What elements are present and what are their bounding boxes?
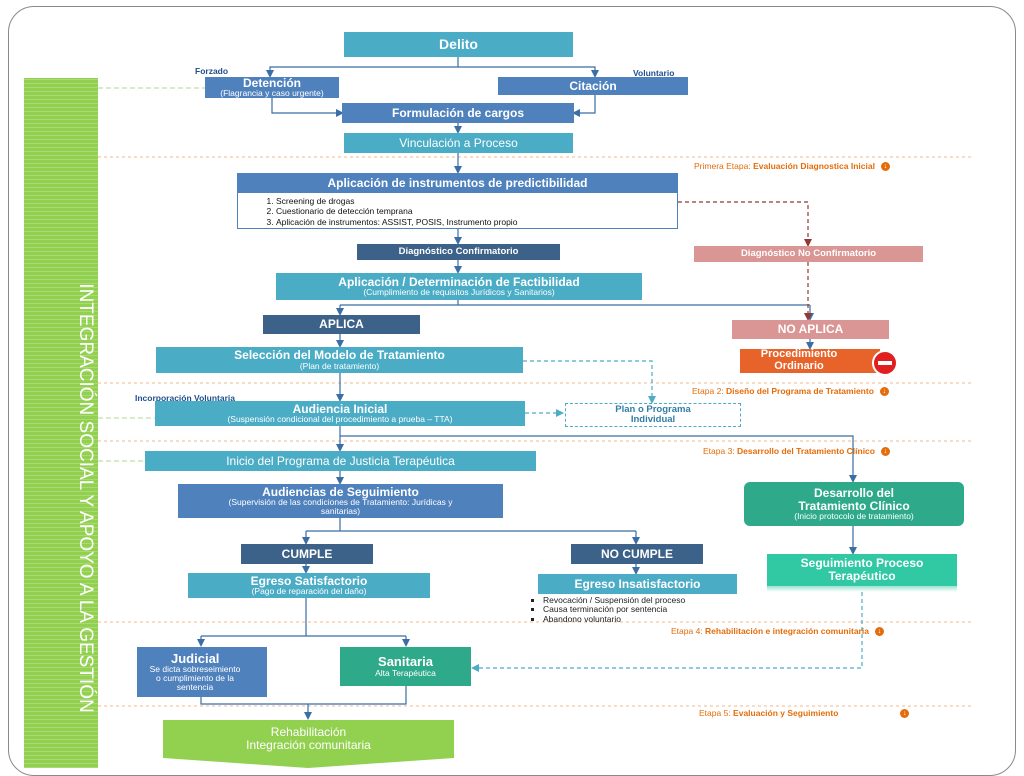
node-inicio-programa: Inicio del Programa de Justicia Terapéut… bbox=[145, 451, 536, 471]
download-circle-icon: ↓ bbox=[900, 709, 910, 719]
stage-5-label: Etapa 5: Evaluación y Seguimiento↓ bbox=[699, 708, 910, 719]
egreso-insatisfactorio-list: Revocación / Suspensión del proceso Caus… bbox=[531, 595, 685, 624]
node-no-cumple: NO CUMPLE bbox=[571, 544, 703, 564]
download-circle-icon: ↓ bbox=[879, 387, 889, 397]
node-audiencias-seguimiento: Audiencias de Seguimiento(Supervisión de… bbox=[178, 484, 503, 518]
voluntario-label: Voluntario bbox=[633, 68, 675, 78]
node-citacion: Citación bbox=[498, 77, 688, 95]
node-desarrollo-tratamiento: Desarrollo del Tratamiento Clínico(Inici… bbox=[744, 482, 964, 526]
node-audiencia-inicial: Audiencia Inicial(Suspensión condicional… bbox=[155, 401, 525, 426]
forzado-label: Forzado bbox=[195, 66, 229, 76]
stage-2-label: Etapa 2: Diseño del Programa de Tratamie… bbox=[692, 386, 889, 397]
node-seguimiento-proceso: Seguimiento Proceso Terapéutico bbox=[767, 554, 957, 586]
list-item: Cuestionario de detección temprana bbox=[276, 206, 677, 217]
download-circle-icon: ↓ bbox=[880, 447, 890, 457]
instrumentos-title: Aplicación de instrumentos de predictibi… bbox=[238, 174, 677, 193]
stage-3-label: Etapa 3: Desarrollo del Tratamiento Clín… bbox=[703, 446, 890, 457]
node-egreso-satisfactorio: Egreso Satisfactorio(Pago de reparación … bbox=[188, 573, 430, 598]
stage-1-label: Primera Etapa: Evaluación Diagnostica In… bbox=[694, 161, 890, 172]
sidebar-label: INTEGRACIÓN SOCIAL Y APOYO A LA GESTIÓN bbox=[75, 283, 96, 713]
node-no-aplica: NO APLICA bbox=[732, 320, 889, 339]
stop-sign-icon bbox=[872, 350, 898, 376]
seguimiento-shadow bbox=[767, 586, 957, 592]
list-item: Abandono voluntario bbox=[543, 614, 685, 624]
download-circle-icon: ↓ bbox=[880, 162, 890, 172]
node-procedimiento-ordinario: Procedimiento Ordinario bbox=[740, 349, 880, 373]
node-vinculacion: Vinculación a Proceso bbox=[344, 133, 573, 153]
node-formulacion: Formulación de cargos bbox=[342, 103, 574, 123]
node-detencion: Detención(Flagrancia y caso urgente) bbox=[205, 77, 339, 98]
node-cumple: CUMPLE bbox=[241, 544, 373, 564]
stage-4-label: Etapa 4: Rehabilitación e integración co… bbox=[671, 626, 884, 637]
instrumentos-list: Screening de drogas Cuestionario de dete… bbox=[238, 196, 677, 228]
node-instrumentos: Aplicación de instrumentos de predictibi… bbox=[237, 173, 678, 229]
sidebar-band: INTEGRACIÓN SOCIAL Y APOYO A LA GESTIÓN bbox=[24, 78, 98, 768]
list-item: Aplicación de instrumentos: ASSIST, POSI… bbox=[276, 217, 677, 228]
node-aplica: APLICA bbox=[263, 315, 420, 334]
node-diagnostico-confirmatorio: Diagnóstico Confirmatorio bbox=[357, 244, 560, 260]
list-item: Revocación / Suspensión del proceso bbox=[543, 595, 685, 605]
node-diagnostico-no-confirmatorio: Diagnóstico No Confirmatorio bbox=[694, 246, 923, 262]
node-factibilidad: Aplicación / Determinación de Factibilid… bbox=[276, 273, 642, 300]
incorporacion-label: Incorporación Voluntaria bbox=[135, 393, 235, 403]
rehabilitacion-arrow-tip bbox=[163, 758, 454, 768]
node-plan-individual: Plan o Programa Individual bbox=[565, 403, 741, 427]
list-item: Screening de drogas bbox=[276, 196, 677, 207]
node-delito: Delito bbox=[344, 32, 573, 57]
node-egreso-insatisfactorio: Egreso Insatisfactorio bbox=[538, 574, 737, 594]
download-circle-icon: ↓ bbox=[874, 627, 884, 637]
node-seleccion-modelo: Selección del Modelo de Tratamiento(Plan… bbox=[156, 347, 523, 373]
list-item: Causa terminación por sentencia bbox=[543, 604, 685, 614]
